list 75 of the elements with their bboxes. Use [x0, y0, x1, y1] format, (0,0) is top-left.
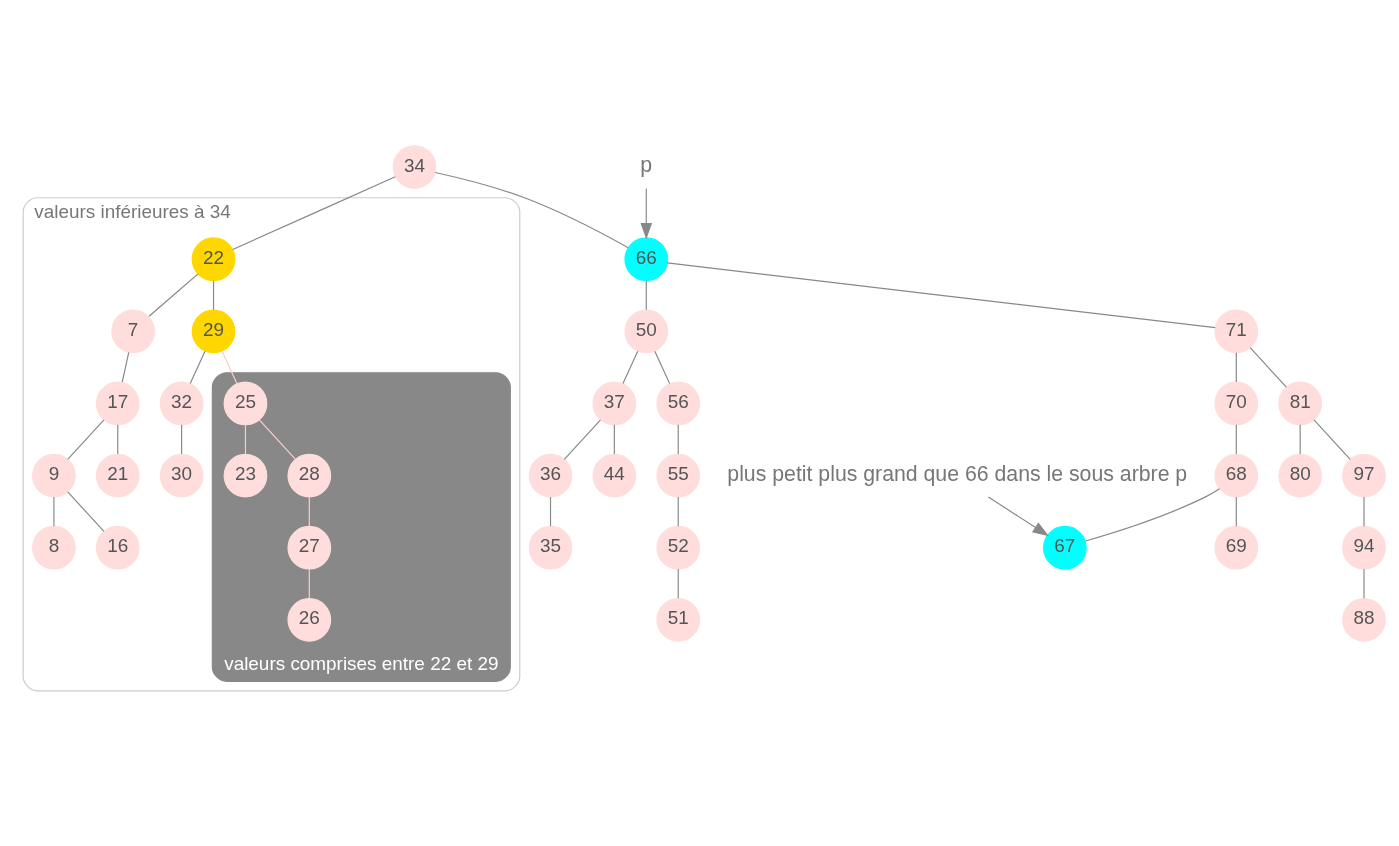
connector	[434, 171, 629, 249]
node-circle: 70	[1214, 381, 1259, 426]
node-circle: 17	[95, 381, 140, 426]
connector	[189, 350, 206, 385]
node-circle: 66	[624, 237, 669, 282]
node-circle: 27	[287, 525, 332, 570]
connector	[677, 568, 679, 599]
connector	[232, 176, 396, 251]
connector	[1235, 352, 1237, 383]
connector	[308, 568, 310, 599]
connector	[1313, 419, 1351, 460]
connector	[258, 419, 297, 460]
node-circle: 80	[1278, 453, 1323, 498]
connector	[148, 273, 199, 317]
arrow	[640, 188, 653, 240]
node-circle: 30	[159, 453, 204, 498]
node-circle: 9	[32, 453, 76, 498]
node-circle: 34	[392, 145, 437, 189]
node-circle: 88	[1342, 598, 1386, 642]
connector	[549, 496, 552, 527]
node-circle: 71	[1214, 309, 1259, 354]
node-circle: 51	[656, 598, 701, 642]
connector	[121, 351, 130, 383]
node-circle: 67	[1043, 525, 1087, 570]
node-text: plus petit plus grand que 66 dans le sous arbre p	[727, 461, 1188, 486]
connector	[622, 350, 639, 385]
node-circle: 28	[287, 453, 332, 498]
connector	[1235, 424, 1237, 455]
connector	[212, 280, 215, 311]
connector	[563, 419, 602, 460]
node-circle: 50	[624, 309, 669, 354]
node-circle: 16	[95, 525, 140, 570]
node-circle: 36	[528, 453, 573, 498]
node-circle: 32	[159, 381, 204, 426]
node-circle: 69	[1214, 525, 1259, 570]
node-circle: 26	[287, 598, 332, 642]
connector	[1249, 347, 1287, 388]
connector	[1363, 496, 1365, 527]
node-circle: 56	[656, 381, 701, 426]
connector	[67, 419, 105, 460]
connector	[1235, 496, 1237, 527]
connector	[677, 424, 679, 455]
node-text: p	[640, 153, 653, 178]
node-circle: 81	[1278, 381, 1323, 426]
connector	[67, 491, 105, 533]
connector	[677, 496, 679, 527]
node-circle: 68	[1214, 453, 1259, 498]
arrow	[987, 496, 1049, 537]
connector	[1363, 568, 1365, 599]
connector	[221, 350, 238, 385]
node-circle: 21	[95, 453, 140, 498]
connector	[181, 424, 183, 455]
node-circle: 55	[656, 453, 701, 498]
connector	[654, 350, 671, 385]
connector	[1084, 488, 1221, 542]
node-circle: 35	[528, 525, 573, 570]
connector	[308, 496, 310, 527]
connector	[244, 424, 247, 455]
node-circle: 29	[191, 309, 236, 354]
connector	[645, 280, 647, 311]
node-circle: 8	[32, 525, 76, 570]
connector	[53, 496, 55, 527]
node-circle: 25	[223, 381, 268, 426]
node-circle: 37	[592, 381, 637, 426]
connector	[613, 424, 615, 455]
node-circle: 52	[656, 525, 701, 570]
connector	[117, 424, 119, 455]
node-circle: 97	[1342, 453, 1386, 498]
node-circle: 94	[1342, 525, 1386, 570]
node-circle: 7	[111, 309, 155, 354]
node-circle: 44	[592, 453, 637, 498]
connector	[1299, 424, 1301, 455]
node-circle: 22	[191, 237, 236, 282]
node-circle: 23	[223, 453, 268, 498]
connector	[666, 262, 1216, 329]
